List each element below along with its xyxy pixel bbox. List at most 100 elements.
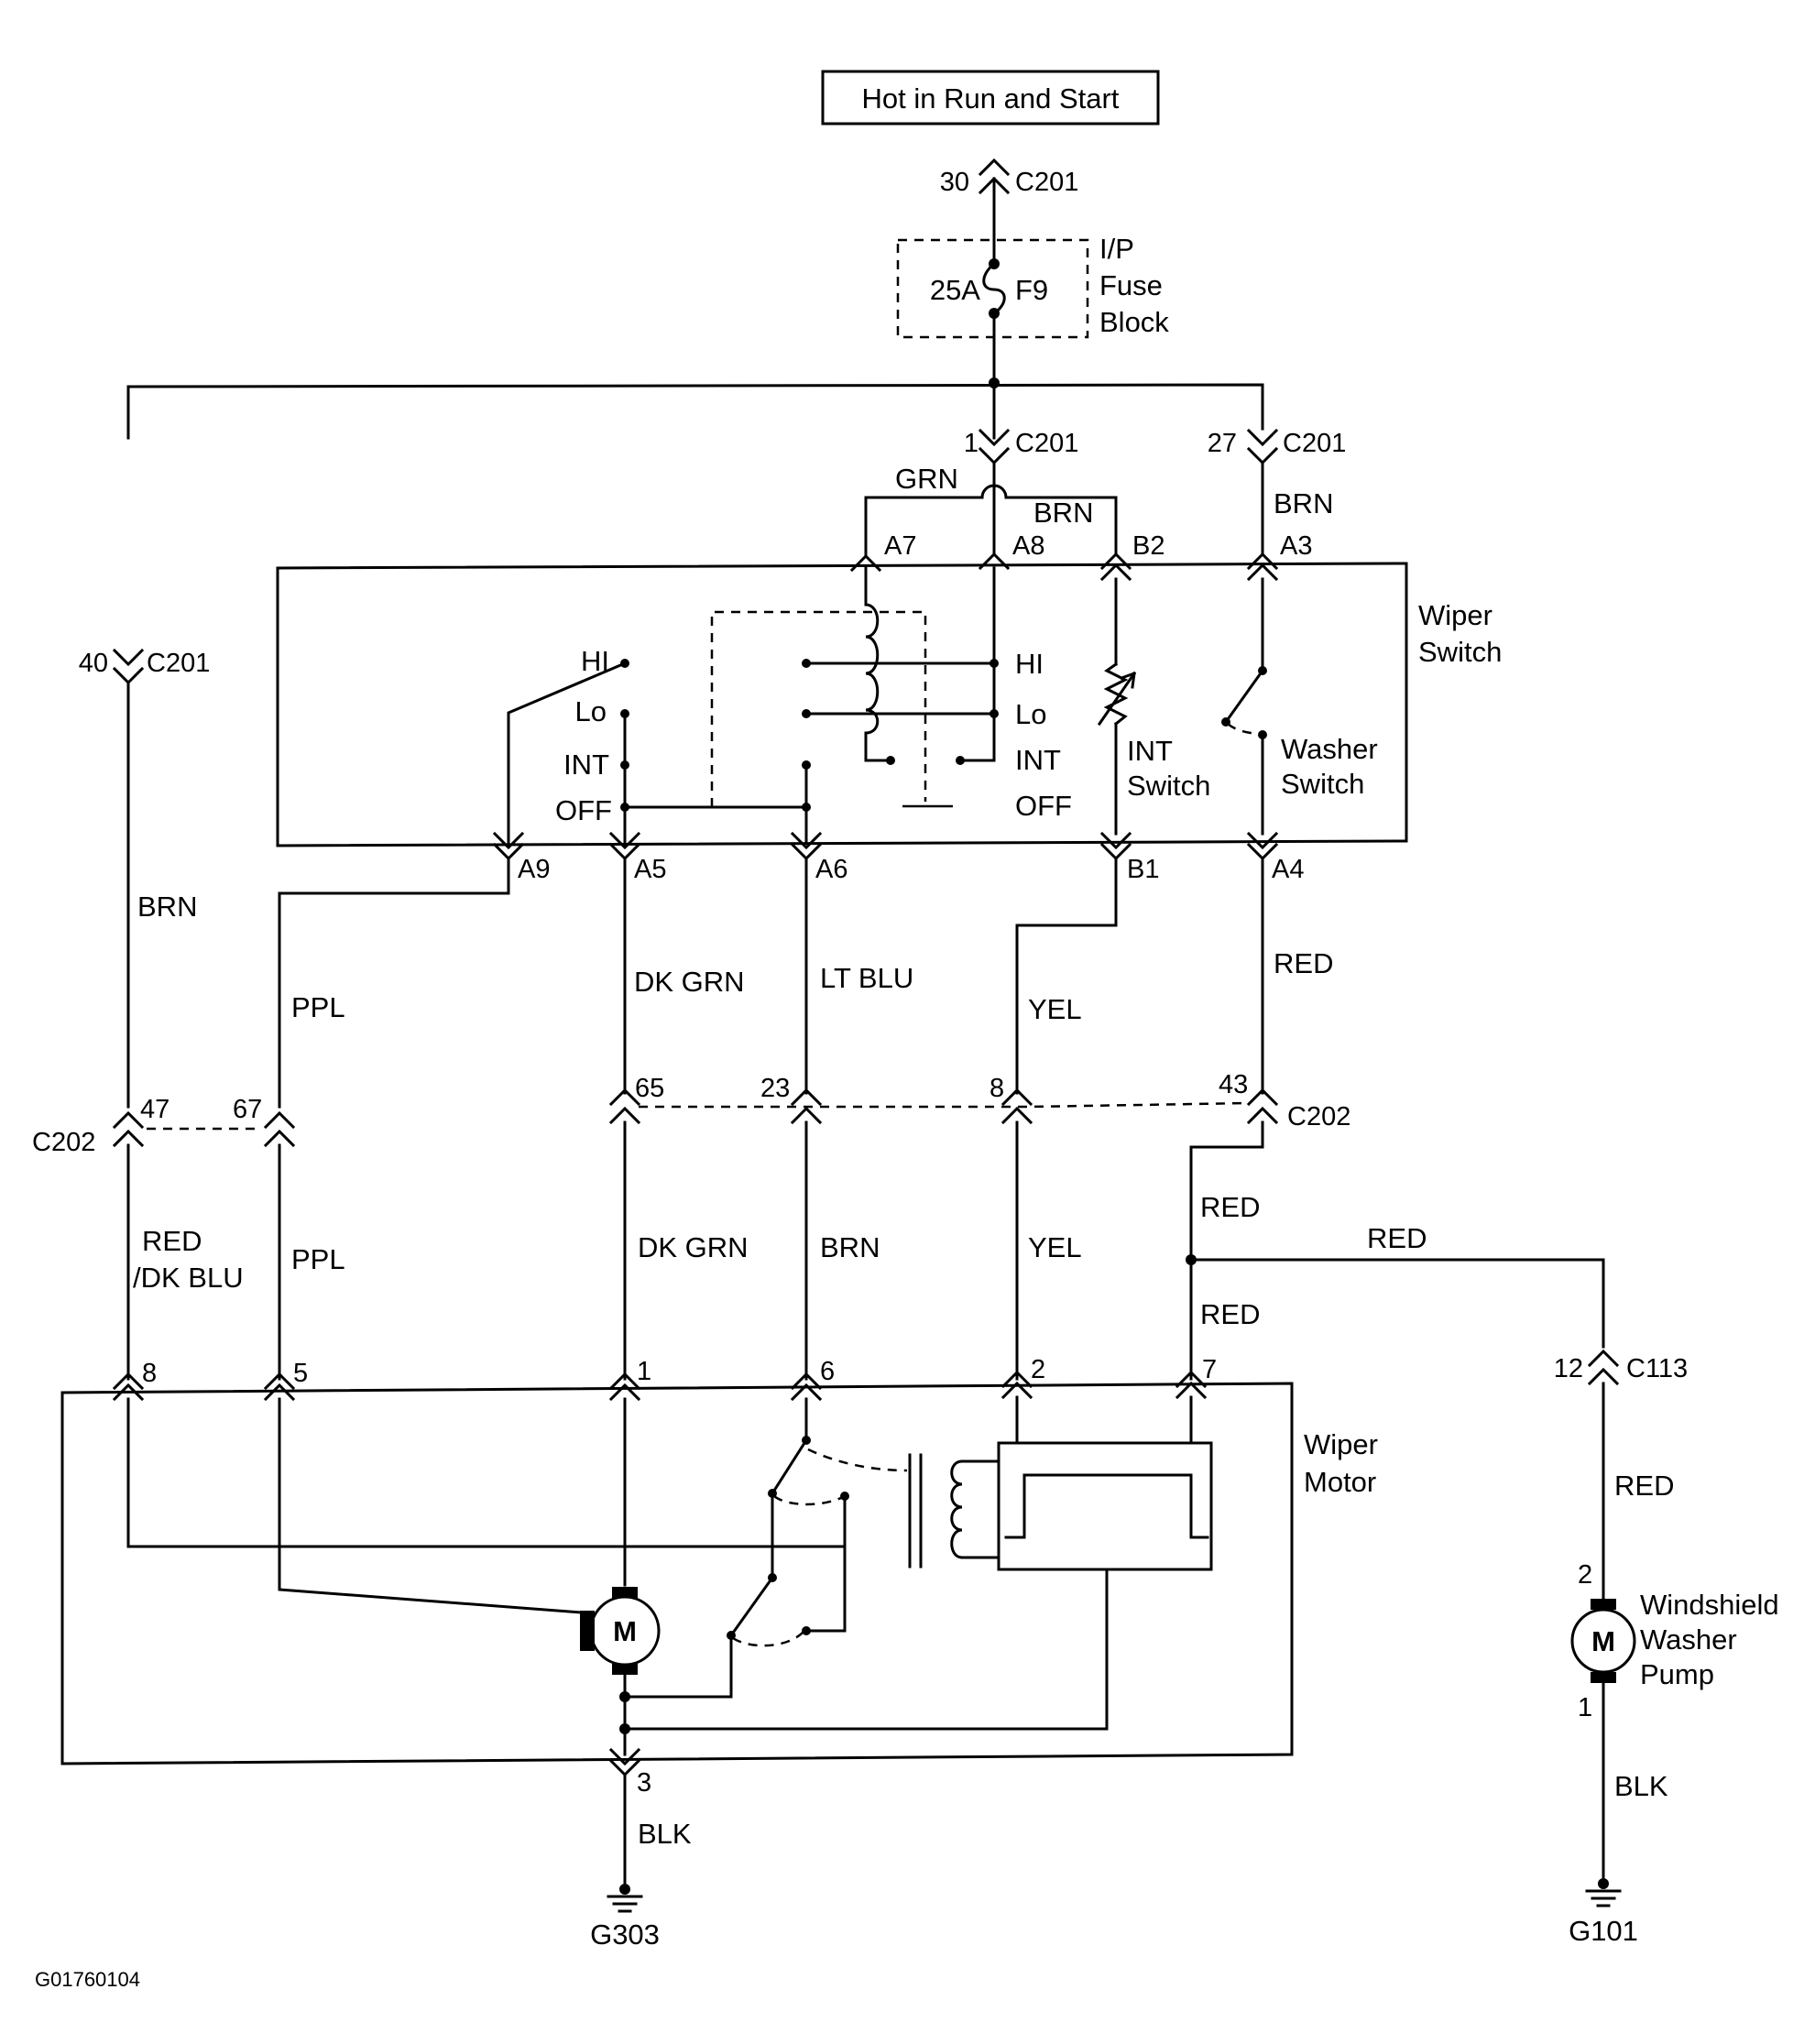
connector-c201-pin40 (112, 648, 145, 685)
figure-id: G01760104 (35, 1968, 140, 1991)
pin-65-label: 65 (635, 1074, 664, 1103)
c202-pin8 (1000, 1088, 1033, 1125)
ground-g101-dot (1598, 1878, 1609, 1889)
pos-lo-right: Lo (1015, 698, 1046, 730)
pos-hi-left: HI (581, 645, 609, 677)
motor-pin7-label: 7 (1202, 1355, 1217, 1384)
c201-label-pin27: C201 (1283, 429, 1346, 458)
c202-dash-right (639, 1101, 1250, 1109)
ground-g303-icon (607, 1895, 643, 1913)
wire-yel-upper (1015, 857, 1118, 1095)
contact-off-a6 (802, 803, 811, 812)
motor-pin3-label: 3 (637, 1768, 651, 1798)
motor-pin6-label: 6 (820, 1357, 835, 1386)
park-switch-2-action (732, 1630, 805, 1647)
wire-label-red-to-pump: RED (1367, 1222, 1427, 1254)
wire-label-dkgrn-lower: DK GRN (638, 1231, 749, 1263)
motor-pin6 (790, 1372, 823, 1402)
power-source-label: Hot in Run and Start (862, 82, 1120, 115)
pin-a9-label: A9 (518, 855, 550, 884)
wiper-switch-box (276, 562, 1408, 847)
c201-label-pin40: C201 (147, 649, 210, 678)
pump-pin1-label: 1 (1578, 1693, 1592, 1722)
washer-switch-label-1: Washer (1281, 733, 1378, 765)
pos-int-right: INT (1015, 744, 1061, 776)
pin-12-label: 12 (1554, 1354, 1583, 1383)
contact-coil-int (886, 756, 895, 765)
pin-a6-label: A6 (815, 855, 847, 884)
pin-a8-label: A8 (1012, 531, 1044, 561)
motor-pin2-label: 2 (1031, 1355, 1045, 1384)
wiper-motor-box (60, 1382, 1294, 1765)
washer-pump-label-2: Washer (1640, 1623, 1737, 1656)
wire-relay-return (623, 1568, 1109, 1731)
wiper-motor-symbol (589, 1595, 661, 1667)
wire-label-ppl-upper: PPL (291, 991, 345, 1023)
pin-23-label: 23 (760, 1074, 790, 1103)
wire-label-red-pump: RED (1614, 1470, 1674, 1502)
wire-coil-out (864, 731, 892, 762)
relay-housing (997, 1441, 1213, 1571)
park-switch-1-action (773, 1494, 846, 1506)
c202-pin43 (1246, 1088, 1279, 1125)
pos-lo-left: Lo (575, 695, 607, 727)
wire-pin8-internal (126, 1397, 847, 1548)
washer-pump-symbol (1570, 1608, 1636, 1674)
motor-pin5 (263, 1372, 296, 1402)
pin-b2-symbol (1099, 552, 1132, 582)
pin-a3-symbol (1246, 552, 1279, 582)
fuse-block-label-1: I/P (1099, 233, 1134, 265)
motor-brush-side (580, 1611, 595, 1651)
wire-label-yel-lower: YEL (1028, 1231, 1082, 1263)
wire-label-ppl-lower: PPL (291, 1243, 345, 1275)
pin-a7-symbol (849, 553, 882, 573)
pin-43-label: 43 (1219, 1070, 1248, 1099)
pin-a3-label: A3 (1280, 531, 1312, 561)
pin-67-label: 67 (233, 1095, 262, 1124)
c202-pin47 (112, 1110, 145, 1148)
int-switch-label-2: Switch (1127, 770, 1210, 802)
wire-red-lower (1189, 1120, 1264, 1381)
motor-brush-bottom (612, 1664, 638, 1675)
wire-label-blk-pump: BLK (1614, 1770, 1668, 1802)
wire-label-brn-a3: BRN (1274, 487, 1333, 519)
wire-label-dkgrn-upper: DK GRN (634, 966, 745, 998)
contact-int-right (956, 756, 965, 765)
washer-pump-label-3: Pump (1640, 1658, 1714, 1690)
pin-a4-label: A4 (1272, 855, 1304, 884)
pos-hi-right: HI (1015, 648, 1044, 680)
wire-label-red-dkblu-2: /DK BLU (133, 1262, 244, 1294)
int-arrowhead (1120, 672, 1136, 689)
wire-label-yel-upper: YEL (1028, 993, 1082, 1025)
wire-label-red-splice-top: RED (1200, 1191, 1260, 1223)
wiper-motor-m: M (613, 1615, 637, 1647)
washer-switch-blade (1223, 668, 1265, 725)
ground-g303-dot (619, 1884, 630, 1895)
c201-label-top: C201 (1015, 168, 1078, 197)
contact-int-a6 (802, 760, 811, 770)
pump-brush-bottom (1591, 1672, 1616, 1683)
contact-lo-right (990, 709, 999, 718)
washer-pump-m: M (1591, 1625, 1615, 1657)
switch-mechanical-link (710, 610, 927, 807)
fuse-block-label-2: Fuse (1099, 269, 1163, 301)
connector-c113-pin12 (1587, 1349, 1620, 1386)
park-switch-1 (770, 1437, 809, 1496)
motor-pin5-label: 5 (293, 1359, 308, 1388)
wire-red-to-pump (1189, 1258, 1605, 1349)
c202-pin67 (263, 1110, 296, 1148)
pin-b2-label: B2 (1132, 531, 1164, 561)
ground-g101-label: G101 (1569, 1915, 1638, 1947)
c202-pin65 (608, 1088, 641, 1125)
wiper-motor-label-1: Wiper (1304, 1428, 1378, 1460)
washer-switch-label-2: Switch (1281, 768, 1364, 800)
wire-coil-loop (960, 1459, 1000, 1559)
wire-label-ltblu: LT BLU (820, 962, 913, 994)
wire-pin5-internal (278, 1397, 584, 1614)
contact-hi-mid (802, 659, 811, 668)
wire-fuse-bus (126, 383, 1264, 440)
splice-fuse-out (989, 377, 1000, 388)
pin-b1-symbol (1099, 831, 1132, 861)
fuse-f9-symbol (982, 261, 1006, 316)
fuse-rating: 25A (930, 274, 980, 306)
